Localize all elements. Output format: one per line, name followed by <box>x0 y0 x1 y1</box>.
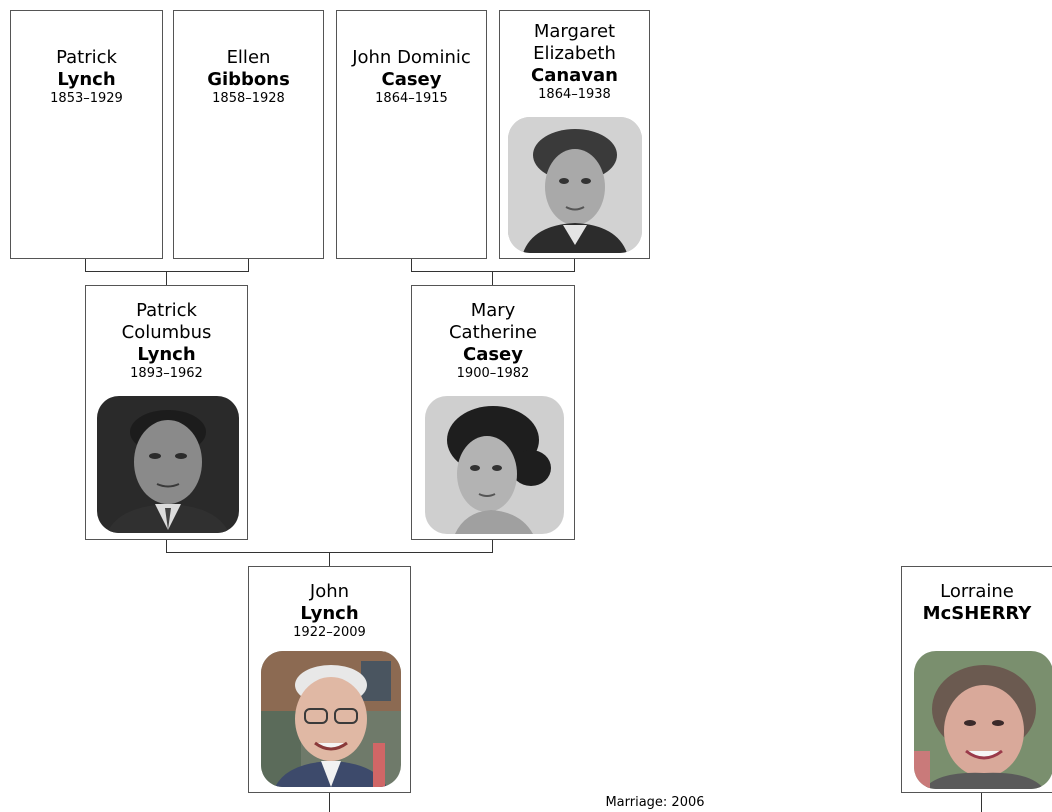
connector-line <box>166 271 167 285</box>
surname: Lynch <box>137 344 196 365</box>
person-card-margaret-canavan[interactable]: Margaret Elizabeth Canavan 1864–1938 <box>499 10 650 259</box>
portrait-photo <box>261 651 401 787</box>
portrait-photo <box>914 651 1052 789</box>
life-years: 1893–1962 <box>130 366 203 381</box>
life-years: 1900–1982 <box>456 366 530 381</box>
connector-line <box>411 271 575 272</box>
life-years: 1864–1915 <box>375 91 448 106</box>
middle-name: Elizabeth <box>533 43 616 64</box>
connector-line <box>329 552 330 566</box>
given-name: Patrick <box>56 47 117 68</box>
given-name: Lorraine <box>940 581 1014 602</box>
middle-name: Catherine <box>448 322 538 343</box>
person-card-lorraine-mcsherry[interactable]: Lorraine McSHERRY <box>901 566 1052 793</box>
surname: Lynch <box>300 603 359 624</box>
person-card-john-lynch[interactable]: John Lynch 1922–2009 <box>248 566 411 793</box>
given-name: Margaret <box>533 21 616 42</box>
portrait-photo <box>97 396 239 533</box>
life-years: 1922–2009 <box>293 625 366 640</box>
surname: Casey <box>381 69 442 90</box>
person-card-patrick-lynch[interactable]: Patrick Lynch 1853–1929 <box>10 10 163 259</box>
given-name: Mary <box>470 300 516 321</box>
surname: Casey <box>462 344 523 365</box>
surname: McSHERRY <box>922 603 1032 624</box>
portrait-photo <box>425 396 564 534</box>
connector-line <box>85 258 86 272</box>
middle-name: Columbus <box>121 322 212 343</box>
connector-line <box>85 271 249 272</box>
person-card-ellen-gibbons[interactable]: Ellen Gibbons 1858–1928 <box>173 10 324 259</box>
life-years: 1864–1938 <box>538 87 611 102</box>
given-name: Patrick <box>136 300 197 321</box>
life-years: 1853–1929 <box>50 91 123 106</box>
connector-line <box>166 539 167 553</box>
person-card-patrick-columbus-lynch[interactable]: Patrick Columbus Lynch 1893–1962 <box>85 285 248 540</box>
life-years: 1858–1928 <box>212 91 285 106</box>
connector-line <box>981 792 982 812</box>
connector-line <box>411 258 412 272</box>
marriage-label: Marriage: 2006 <box>605 795 705 810</box>
connector-line <box>492 271 493 285</box>
connector-line <box>329 792 330 812</box>
surname: Canavan <box>530 65 618 86</box>
given-name: John Dominic <box>352 47 471 68</box>
given-name: Ellen <box>226 47 271 68</box>
connector-line <box>574 258 575 272</box>
surname: Lynch <box>57 69 116 90</box>
connector-line <box>492 539 493 553</box>
portrait-photo <box>508 117 642 253</box>
person-card-mary-catherine-casey[interactable]: Mary Catherine Casey 1900–1982 <box>411 285 575 540</box>
given-name: John <box>309 581 350 602</box>
surname: Gibbons <box>207 69 290 90</box>
person-card-john-dominic-casey[interactable]: John Dominic Casey 1864–1915 <box>336 10 487 259</box>
connector-line <box>248 258 249 272</box>
